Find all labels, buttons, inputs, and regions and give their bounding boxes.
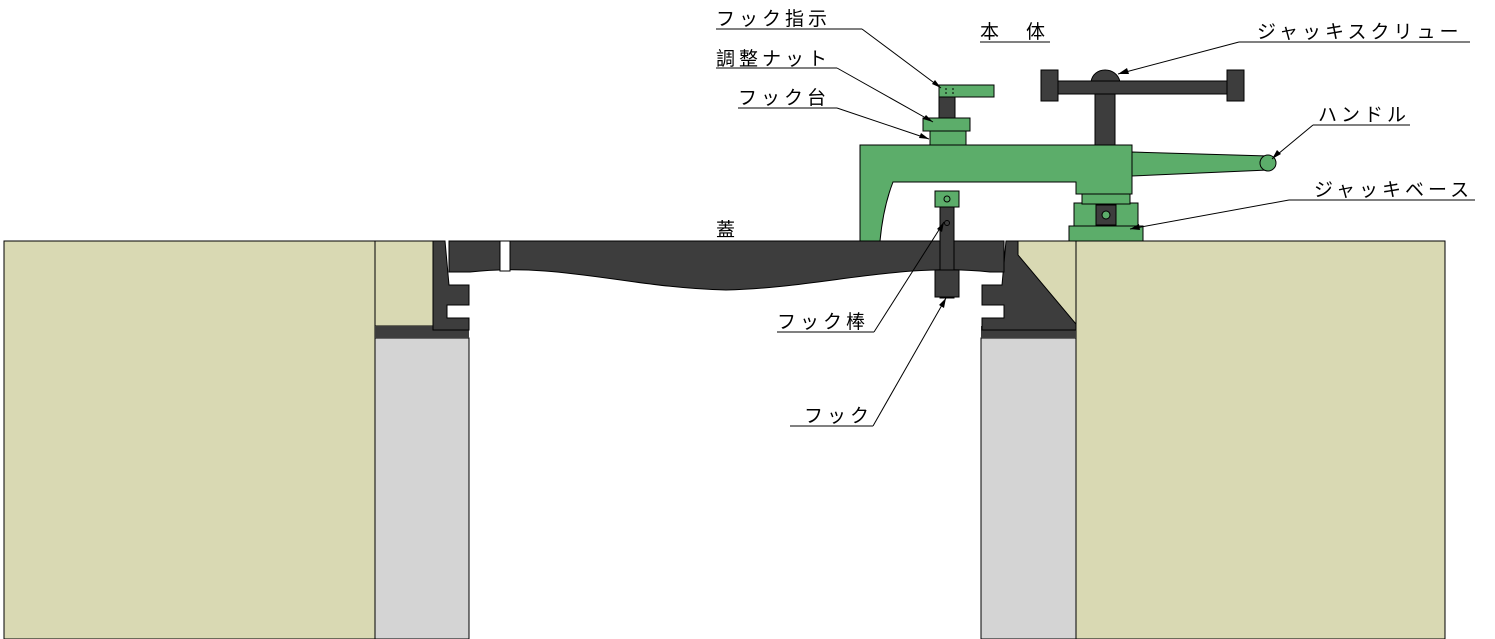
label-hook-indicator: フック指示 [716, 8, 831, 30]
concrete-wall-left [374, 337, 470, 639]
jack-screw-end-right [1226, 69, 1245, 102]
jack-base-bolt [1101, 210, 1111, 220]
shaft-walls [374, 326, 1077, 639]
hook-assembly [934, 190, 960, 299]
lid [448, 240, 1005, 291]
jack-screw [1040, 69, 1245, 146]
ground-right [1075, 240, 1446, 639]
hook-indicator [938, 84, 995, 98]
leader-hook-base [836, 107, 930, 140]
leader-hook [872, 297, 947, 427]
labels: フック指示 調整ナット フック台 本 体 ジャッキスクリュー ハンドル ジャッキ… [716, 8, 1473, 427]
label-hook-rod: フック棒 [777, 311, 869, 333]
leader-lines [716, 28, 1475, 427]
leader-jack-base [1129, 199, 1290, 230]
frame-left [432, 240, 470, 331]
hook [934, 269, 960, 298]
handle [1131, 151, 1269, 177]
jack-screw-end-left [1040, 69, 1059, 102]
label-handle: ハンドル [1318, 104, 1410, 126]
label-hook-base: フック台 [738, 87, 830, 109]
leader-hook-indicator [861, 28, 942, 89]
jack-base [1068, 193, 1144, 242]
hook-rod-pin [944, 220, 950, 226]
label-main-body: 本 体 [980, 21, 1049, 43]
leader-jack-screw [1117, 41, 1240, 75]
lid-slot [499, 240, 511, 272]
leader-hook-rod [873, 221, 945, 333]
arrow-adjust-nut [923, 115, 933, 122]
arrow-jack-base [1130, 224, 1140, 230]
leader-adjust-nut [836, 67, 934, 123]
label-jack-base: ジャッキベース [1314, 179, 1473, 201]
arrow-hook-indicator [932, 80, 941, 88]
hook-base [929, 129, 967, 146]
arrowheads [919, 68, 1281, 308]
jack-base-top [1081, 193, 1131, 205]
arrow-hook-rod [937, 222, 944, 232]
cover-frame [432, 240, 1077, 331]
hook-pin [943, 195, 951, 203]
arrow-handle [1272, 150, 1281, 159]
concrete-wall-right [980, 337, 1077, 639]
ground-left [3, 240, 376, 639]
lid-body [448, 240, 1005, 291]
hook-rod-collar [934, 190, 960, 208]
arrow-hook [939, 298, 946, 308]
jack-screw-bar [1049, 80, 1237, 95]
arrow-hook-base [919, 133, 929, 139]
label-hook: フック [804, 405, 873, 427]
label-adjust-nut: 調整ナット [716, 48, 831, 70]
hook-head [922, 84, 995, 146]
ground [3, 240, 1446, 639]
arrow-jack-screw [1118, 68, 1129, 74]
label-jack-screw: ジャッキスクリュー [1257, 21, 1462, 43]
ground-left-step [374, 240, 434, 327]
jack-screw-cap [1090, 69, 1121, 83]
frame-right [981, 240, 1077, 331]
label-lid: 蓋 [716, 219, 739, 241]
main-body [859, 144, 1277, 242]
